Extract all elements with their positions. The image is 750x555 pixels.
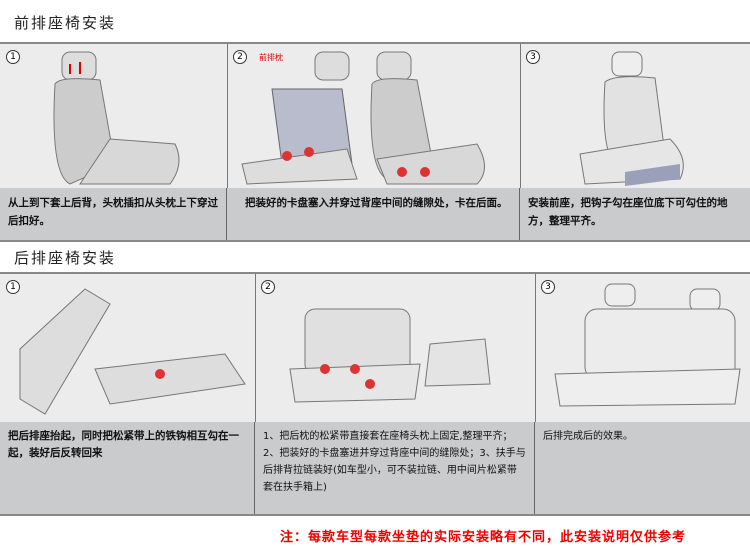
rear-seat-heading: 后排座椅安装 xyxy=(14,249,117,267)
seat-illustration xyxy=(241,51,485,185)
front-step-2-text: 把装好的卡盘塞入并穿过背座中间的缝隙处，卡在后面。 xyxy=(227,188,520,240)
step-number: 2 xyxy=(233,50,247,64)
rear-step-1-image: 1 xyxy=(0,274,256,422)
front-seat-heading: 前排座椅安装 xyxy=(14,14,117,32)
headrest-label: 前排枕 xyxy=(259,53,283,62)
seat-illustration xyxy=(554,283,741,407)
step-number: 3 xyxy=(526,50,540,64)
rear-step-1-text: 把后排座抬起，同时把松紧带上的铁钩相互勾在一起，装好后反转回来 xyxy=(0,422,255,514)
front-step-2-image: 2 前排枕 xyxy=(227,44,521,188)
front-step-1-text: 从上到下套上后背，头枕插扣从头枕上下穿过后扣好。 xyxy=(0,188,227,240)
front-steps-text: 从上到下套上后背，头枕插扣从头枕上下穿过后扣好。 把装好的卡盘塞入并穿过背座中间… xyxy=(0,188,750,242)
step-number: 1 xyxy=(6,280,20,294)
disclaimer-note: 注：每款车型每款坐垫的实际安装略有不同，此安装说明仅供参考 xyxy=(280,530,687,545)
rear-steps-images: 1 2 3 xyxy=(0,272,750,424)
rear-step-2-text: 1、把后枕的松紧带直接套在座椅头枕上固定,整理平齐；2、把装好的卡盘塞进并穿过背… xyxy=(255,422,535,514)
step-number: 1 xyxy=(6,50,20,64)
seat-illustration xyxy=(579,51,684,186)
seat-illustration xyxy=(19,288,246,415)
seat-illustration xyxy=(53,51,180,185)
rear-step-3-image: 3 xyxy=(535,274,750,422)
front-step-3-text: 安装前座，把钩子勾在座位底下可勾住的地方，整理平齐。 xyxy=(528,197,728,227)
rear-step-2-image: 2 xyxy=(255,274,536,422)
front-steps-images: 1 2 前排枕 3 xyxy=(0,42,750,190)
step-number: 3 xyxy=(541,280,555,294)
rear-step-3-text: 后排完成后的效果。 xyxy=(543,431,633,442)
rear-steps-text: 把后排座抬起，同时把松紧带上的铁钩相互勾在一起，装好后反转回来 1、把后枕的松紧… xyxy=(0,422,750,516)
front-step-3-image: 3 xyxy=(520,44,750,188)
front-step-1-image: 1 xyxy=(0,44,228,188)
seat-illustration xyxy=(289,308,491,403)
step-number: 2 xyxy=(261,280,275,294)
